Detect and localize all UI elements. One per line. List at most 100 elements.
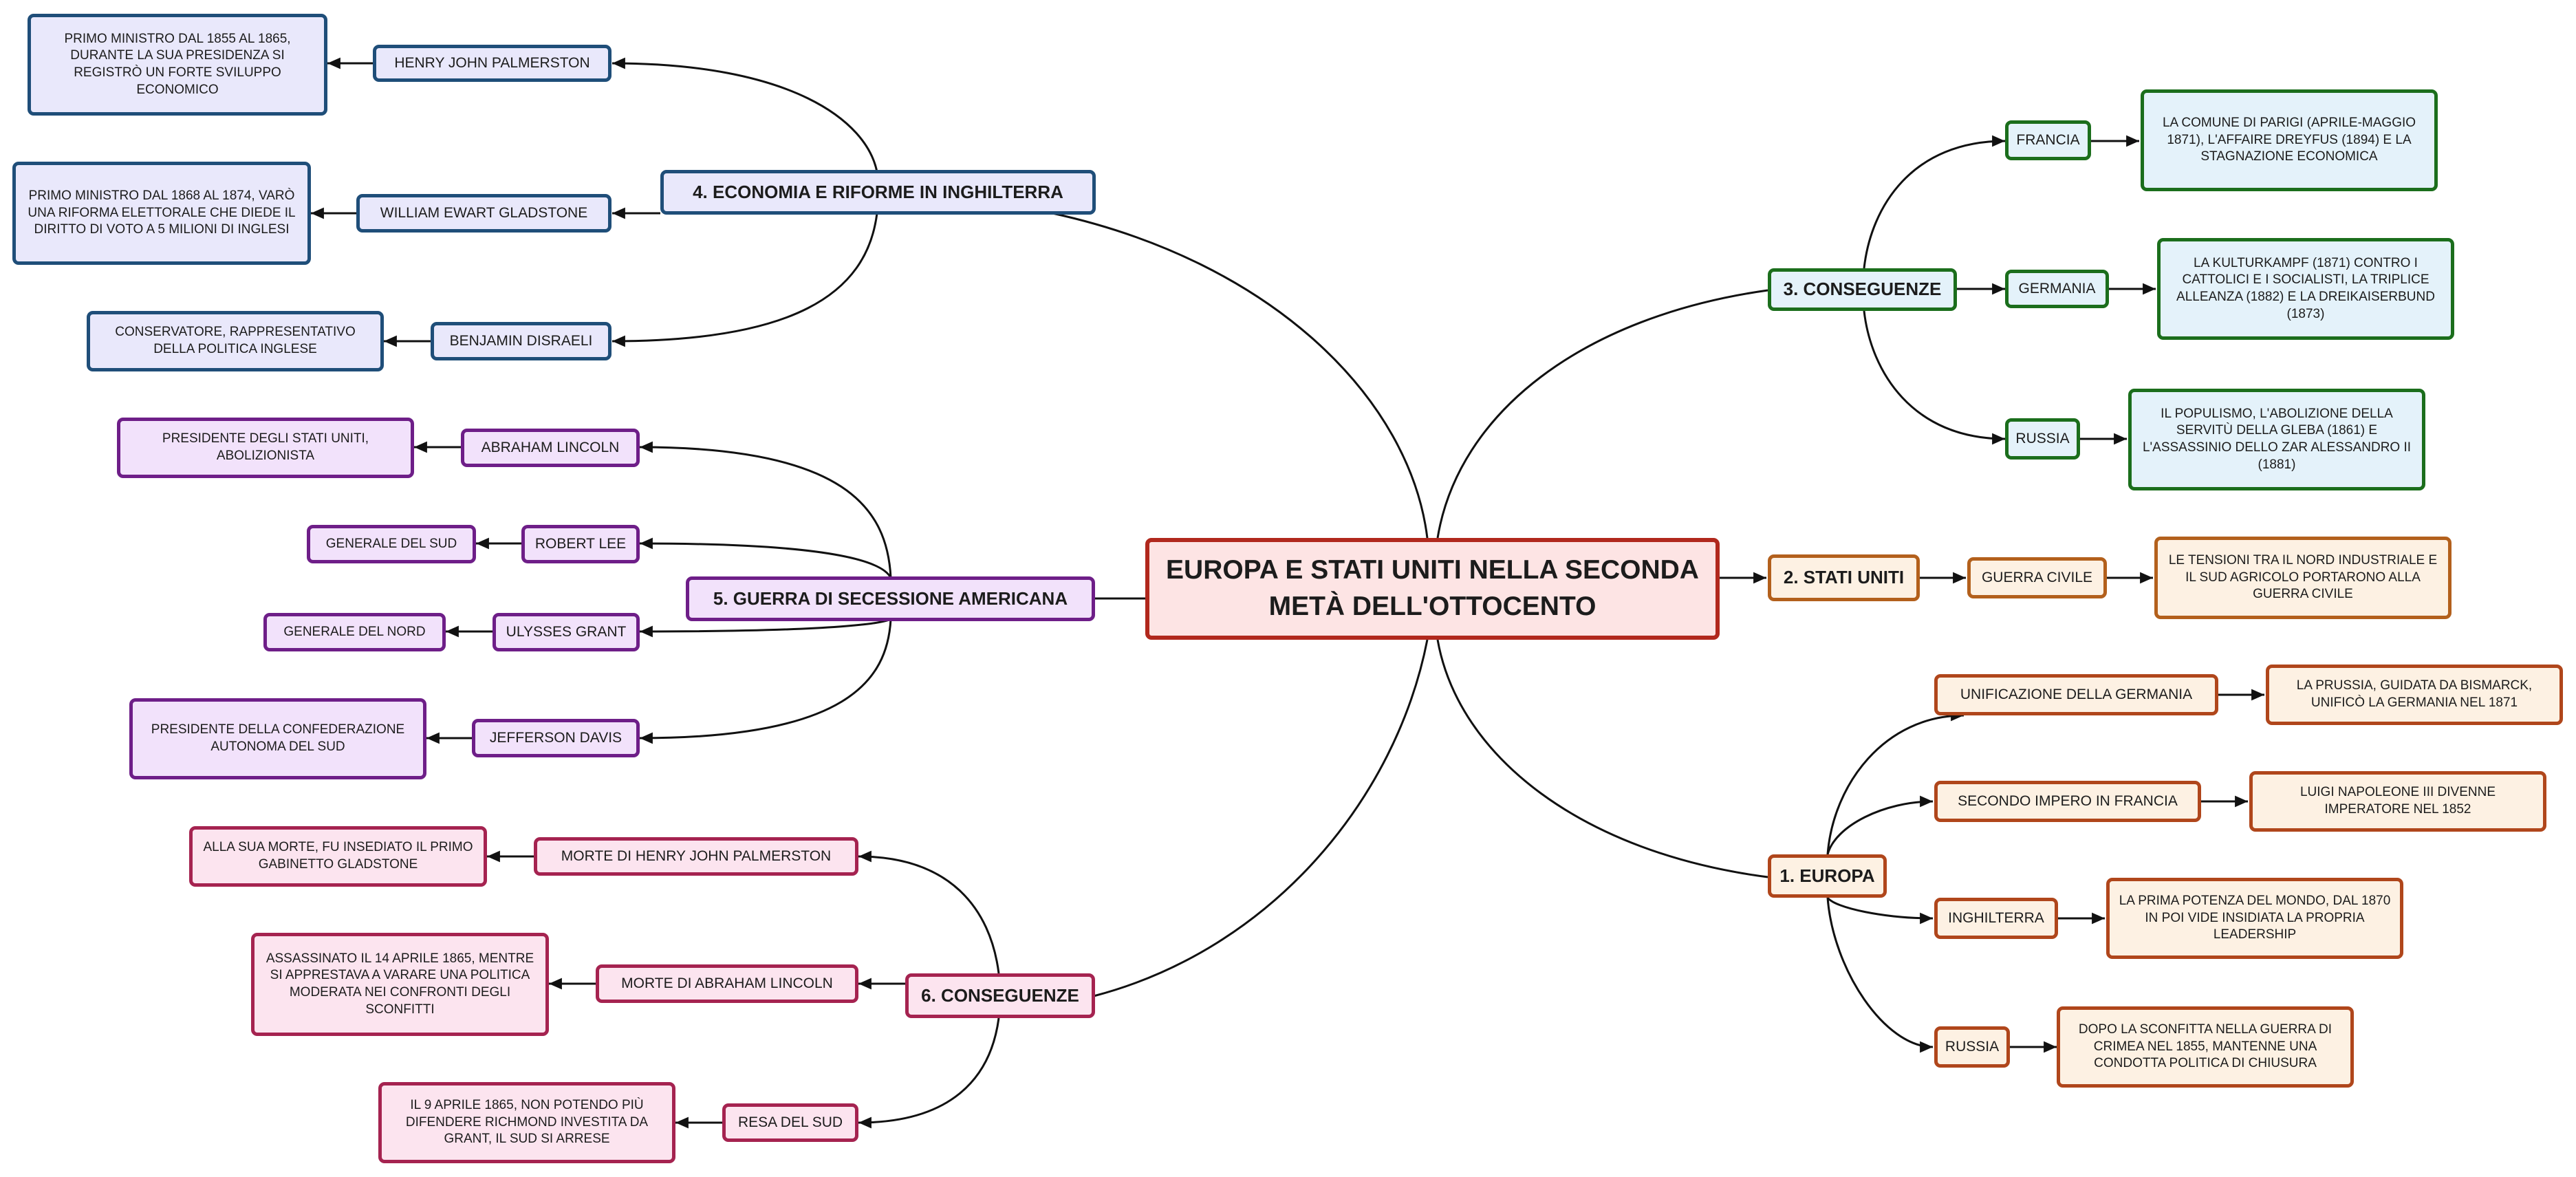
node-grant-label: ULYSSES GRANT [506, 624, 627, 640]
desc-abraham-lincoln[interactable]: PRESIDENTE DEGLI STATI UNITI, ABOLIZIONI… [117, 418, 414, 478]
node-davis-label: JEFFERSON DAVIS [489, 730, 623, 746]
central-topic[interactable]: EUROPA E STATI UNITI NELLA SECONDA METÀ … [1145, 538, 1720, 640]
edge-c3-russia [1863, 310, 2006, 445]
edge-c3-francia [1863, 135, 2006, 269]
desc-resa-text: IL 9 APRILE 1865, NON POTENDO PIÙ DIFEND… [405, 1097, 649, 1147]
edge-economia-palmerston [611, 57, 878, 173]
branch-europa-title: 1. EUROPA [1779, 865, 1875, 886]
desc-jefferson-davis[interactable]: PRESIDENTE DELLA CONFEDERAZIONE AUTONOMA… [129, 698, 426, 779]
branch-conseguenze-3[interactable]: 3. CONSEGUENZE [1768, 268, 1957, 311]
desc-morte-palmerston[interactable]: ALLA SUA MORTE, FU INSEDIATO IL PRIMO GA… [189, 826, 487, 887]
branch-economia-title: 4. ECONOMIA E RIFORME IN INGHILTERRA [693, 181, 1063, 202]
edge-eu-francia [1826, 795, 1934, 855]
desc-russia3-text: IL POPULISMO, L'ABOLIZIONE DELLA SERVITÙ… [2142, 406, 2412, 472]
node-impero-label: SECONDO IMPERO IN FRANCIA [1958, 793, 2178, 810]
desc-davis-text: PRESIDENTE DELLA CONFEDERAZIONE AUTONOMA… [151, 722, 405, 754]
node-guerra-civile[interactable]: GUERRA CIVILE [1967, 557, 2107, 598]
desc-ulysses-grant[interactable]: GENERALE DEL NORD [263, 613, 446, 651]
node-morte-lincoln-label: MORTE DI ABRAHAM LINCOLN [621, 975, 833, 992]
edge-secessione-lee [639, 537, 892, 579]
central-topic-text: EUROPA E STATI UNITI NELLA SECONDA METÀ … [1166, 555, 1699, 621]
desc-guerracivile-text: LE TENSIONI TRA IL NORD INDUSTRIALE E IL… [2168, 552, 2438, 602]
node-russia-3[interactable]: RUSSIA [2005, 418, 2080, 460]
node-francia[interactable]: FRANCIA [2005, 120, 2091, 160]
desc-robert-lee[interactable]: GENERALE DEL SUD [307, 525, 476, 563]
desc-secondo-impero[interactable]: LUIGI NAPOLEONE III DIVENNE IMPERATORE N… [2249, 771, 2546, 832]
node-germania[interactable]: GERMANIA [2005, 270, 2109, 308]
edge-center-conseguenze3 [1436, 289, 1768, 539]
edge-eu-germania [1826, 709, 1965, 855]
node-disraeli-label: BENJAMIN DISRAELI [449, 333, 593, 349]
desc-germania[interactable]: LA KULTURKAMPF (1871) CONTRO I CATTOLICI… [2157, 238, 2454, 340]
edge-eu-inghilterra [1826, 896, 1934, 925]
node-disraeli[interactable]: BENJAMIN DISRAELI [431, 322, 611, 360]
branch-conseguenze3-title: 3. CONSEGUENZE [1783, 279, 1942, 300]
edge-c6-resa [858, 1017, 1000, 1129]
node-abraham-lincoln[interactable]: ABRAHAM LINCOLN [461, 429, 640, 467]
desc-resa-del-sud[interactable]: IL 9 APRILE 1865, NON POTENDO PIÙ DIFEND… [378, 1082, 675, 1163]
node-guerracivile-label: GUERRA CIVILE [1981, 570, 2093, 586]
node-morte-palmerston[interactable]: MORTE DI HENRY JOHN PALMERSTON [534, 837, 858, 876]
desc-russia-1[interactable]: DOPO LA SCONFITTA NELLA GUERRA DI CRIMEA… [2057, 1006, 2354, 1088]
node-inghilterra[interactable]: INGHILTERRA [1934, 898, 2058, 939]
branch-economia-inghilterra[interactable]: 4. ECONOMIA E RIFORME IN INGHILTERRA [660, 170, 1096, 215]
desc-morte-lincoln-text: ASSASSINATO IL 14 APRILE 1865, MENTRE SI… [266, 951, 534, 1017]
node-lincoln-label: ABRAHAM LINCOLN [481, 440, 620, 456]
desc-palmerston-text: PRIMO MINISTRO DAL 1855 AL 1865, DURANTE… [64, 31, 291, 97]
node-morte-palmerston-label: MORTE DI HENRY JOHN PALMERSTON [561, 848, 832, 865]
edge-secessione-davis [639, 618, 892, 744]
branch-europa[interactable]: 1. EUROPA [1768, 854, 1887, 898]
node-palmerston-label: HENRY JOHN PALMERSTON [394, 55, 590, 72]
node-resa-del-sud[interactable]: RESA DEL SUD [722, 1103, 858, 1142]
branch-statiuniti-title: 2. STATI UNITI [1783, 567, 1905, 588]
desc-morte-palmerston-text: ALLA SUA MORTE, FU INSEDIATO IL PRIMO GA… [203, 840, 473, 872]
node-unificazione-label: UNIFICAZIONE DELLA GERMANIA [1960, 687, 2193, 703]
desc-lee-text: GENERALE DEL SUD [325, 536, 457, 551]
edge-center-conseguenze6 [1093, 639, 1429, 997]
desc-lincoln-text: PRESIDENTE DEGLI STATI UNITI, ABOLIZIONI… [162, 431, 369, 463]
branch-conseguenze-6[interactable]: 6. CONSEGUENZE [905, 973, 1095, 1018]
node-germania-label: GERMANIA [2018, 281, 2096, 297]
node-ulysses-grant[interactable]: ULYSSES GRANT [493, 613, 640, 651]
node-gladstone[interactable]: WILLIAM EWART GLADSTONE [356, 194, 611, 233]
node-lee-label: ROBERT LEE [534, 536, 627, 552]
node-unificazione-germania[interactable]: UNIFICAZIONE DELLA GERMANIA [1934, 674, 2218, 715]
edge-center-economia [1052, 212, 1429, 539]
node-russia3-label: RUSSIA [2015, 431, 2070, 447]
desc-gladstone-text: PRIMO MINISTRO DAL 1868 AL 1874, VARÒ UN… [28, 188, 296, 237]
node-russia-1[interactable]: RUSSIA [1934, 1026, 2010, 1068]
branch-conseguenze6-title: 6. CONSEGUENZE [921, 984, 1079, 1006]
desc-grant-text: GENERALE DEL NORD [283, 624, 426, 639]
desc-inghilterra[interactable]: LA PRIMA POTENZA DEL MONDO, DAL 1870 IN … [2106, 878, 2403, 959]
node-secondo-impero[interactable]: SECONDO IMPERO IN FRANCIA [1934, 781, 2201, 822]
edge-eu-russia [1826, 897, 1934, 1053]
edge-economia-disraeli [611, 213, 878, 347]
node-palmerston[interactable]: HENRY JOHN PALMERSTON [373, 45, 611, 82]
node-robert-lee[interactable]: ROBERT LEE [521, 525, 640, 563]
node-morte-lincoln[interactable]: MORTE DI ABRAHAM LINCOLN [596, 964, 858, 1003]
node-inghilterra-label: INGHILTERRA [1948, 910, 2044, 927]
desc-germania-text: LA KULTURKAMPF (1871) CONTRO I CATTOLICI… [2176, 255, 2435, 321]
desc-disraeli-text: CONSERVATORE, RAPPRESENTATIVO DELLA POLI… [115, 325, 356, 356]
desc-gladstone[interactable]: PRIMO MINISTRO DAL 1868 AL 1874, VARÒ UN… [12, 162, 311, 265]
desc-russia-3[interactable]: IL POPULISMO, L'ABOLIZIONE DELLA SERVITÙ… [2128, 389, 2425, 490]
desc-francia-text: LA COMUNE DI PARIGI (APRILE-MAGGIO 1871)… [2162, 115, 2416, 164]
desc-morte-lincoln[interactable]: ASSASSINATO IL 14 APRILE 1865, MENTRE SI… [251, 933, 549, 1036]
desc-francia[interactable]: LA COMUNE DI PARIGI (APRILE-MAGGIO 1871)… [2141, 89, 2438, 191]
desc-palmerston[interactable]: PRIMO MINISTRO DAL 1855 AL 1865, DURANTE… [28, 14, 327, 116]
desc-russia1-text: DOPO LA SCONFITTA NELLA GUERRA DI CRIMEA… [2078, 1022, 2333, 1071]
node-jefferson-davis[interactable]: JEFFERSON DAVIS [472, 719, 640, 757]
desc-guerra-civile[interactable]: LE TENSIONI TRA IL NORD INDUSTRIALE E IL… [2154, 537, 2451, 619]
edge-c6-palmerston [858, 850, 1000, 974]
node-francia-label: FRANCIA [2016, 132, 2080, 149]
desc-inghilterra-text: LA PRIMA POTENZA DEL MONDO, DAL 1870 IN … [2119, 893, 2391, 942]
node-resa-label: RESA DEL SUD [737, 1114, 843, 1131]
desc-unificazione-germania[interactable]: LA PRUSSIA, GUIDATA DA BISMARCK, UNIFICÒ… [2266, 665, 2563, 725]
edge-secessione-lincoln [639, 441, 892, 579]
branch-guerra-secessione[interactable]: 5. GUERRA DI SECESSIONE AMERICANA [686, 576, 1095, 621]
edge-center-europa [1436, 639, 1768, 878]
node-russia1-label: RUSSIA [1945, 1039, 2000, 1055]
desc-disraeli[interactable]: CONSERVATORE, RAPPRESENTATIVO DELLA POLI… [87, 311, 384, 371]
branch-stati-uniti[interactable]: 2. STATI UNITI [1768, 554, 1920, 601]
